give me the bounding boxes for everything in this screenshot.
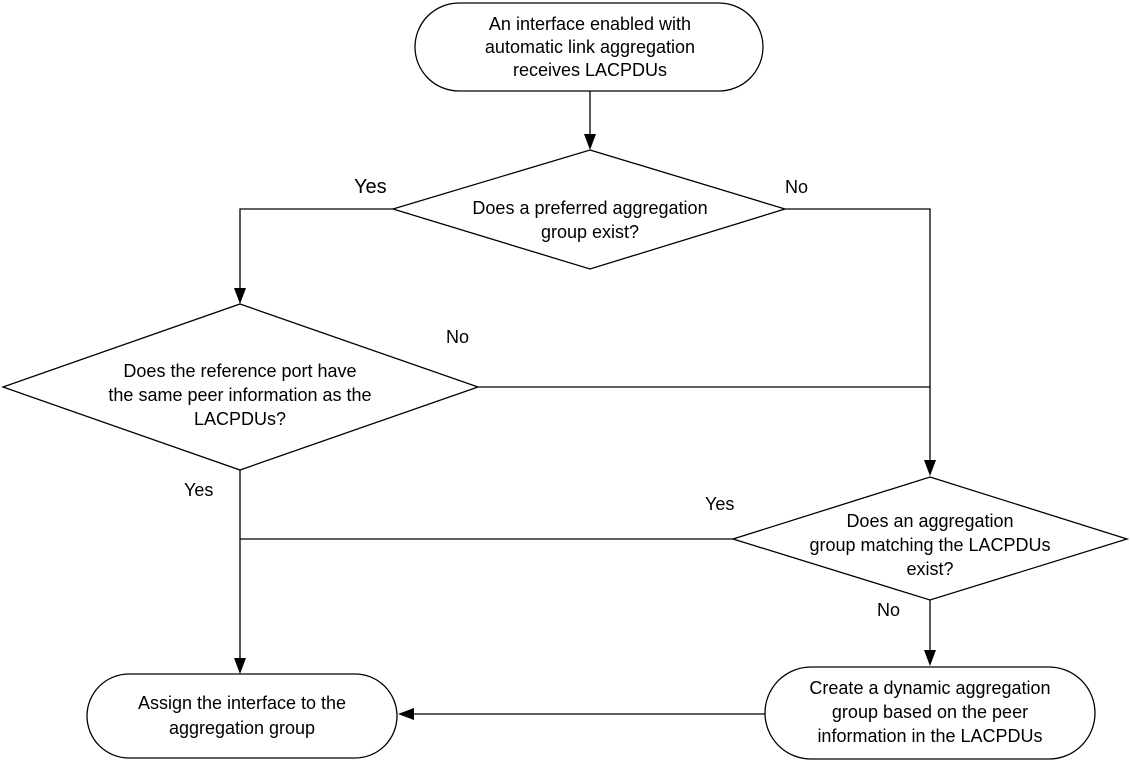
d2-line-2: the same peer information as the: [108, 385, 371, 405]
start-line-1: An interface enabled with: [489, 14, 691, 34]
decision-reference-port: Does the reference port have the same pe…: [1, 303, 480, 471]
connectors: [234, 91, 936, 720]
arrow-d2-yes: [234, 658, 246, 674]
arrow-d1-yes: [234, 288, 246, 304]
decision-preferred-group: Does a preferred aggregation group exist…: [390, 149, 788, 270]
assign-line-2: aggregation group: [169, 718, 315, 738]
label-d1-yes: Yes: [354, 176, 387, 198]
start-line-2: automatic link aggregation: [485, 37, 695, 57]
label-d2-no: No: [446, 327, 469, 347]
d1-line-1: Does a preferred aggregation: [472, 198, 707, 218]
d2-line-1: Does the reference port have: [123, 361, 356, 381]
create-node: Create a dynamic aggregation group based…: [764, 666, 1096, 760]
arrow-d3-no: [924, 650, 936, 666]
d2-line-3: LACPDUs?: [194, 409, 286, 429]
d3-line-1: Does an aggregation: [846, 511, 1013, 531]
label-d3-yes: Yes: [705, 494, 734, 514]
label-d2-yes: Yes: [184, 480, 213, 500]
label-d1-no: No: [785, 177, 808, 197]
arrow-start-d1: [584, 134, 596, 150]
edge-d1-no: [785, 208, 931, 460]
label-d3-no: No: [877, 600, 900, 620]
d3-line-3: exist?: [906, 559, 953, 579]
arrow-create-assign: [398, 708, 414, 720]
create-line-3: information in the LACPDUs: [817, 726, 1042, 746]
d3-line-2: group matching the LACPDUs: [809, 535, 1050, 555]
branch-labels: Yes No No Yes Yes No: [184, 176, 900, 620]
edge-d1-yes: [239, 208, 393, 288]
create-line-2: group based on the peer: [832, 702, 1028, 722]
assign-node: Assign the interface to the aggregation …: [86, 673, 398, 759]
assign-line-1: Assign the interface to the: [138, 693, 346, 713]
arrow-d1-no: [924, 460, 936, 476]
start-node: An interface enabled with automatic link…: [414, 2, 764, 92]
create-line-1: Create a dynamic aggregation: [809, 678, 1050, 698]
d1-line-2: group exist?: [541, 222, 639, 242]
start-line-3: receives LACPDUs: [513, 60, 667, 80]
decision-matching-group: Does an aggregation group matching the L…: [730, 476, 1130, 601]
